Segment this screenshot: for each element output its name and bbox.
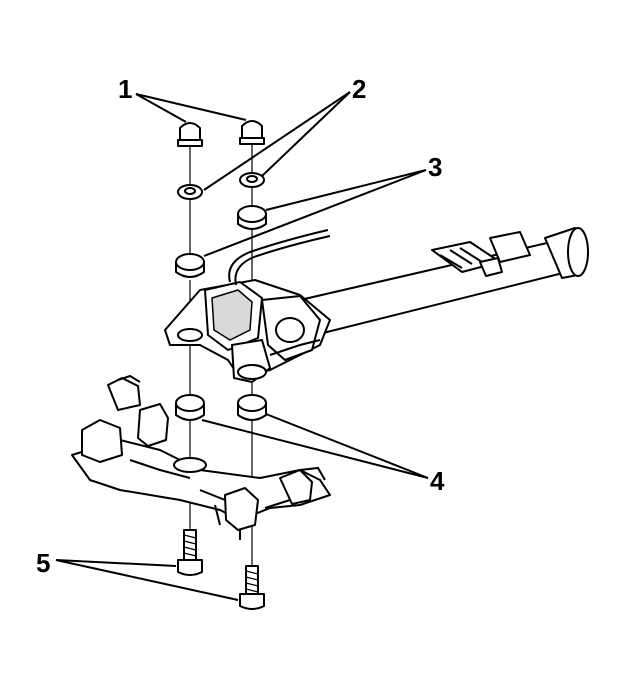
bolt-right	[239, 565, 265, 610]
callout-3: 3	[428, 152, 442, 182]
steering-column-shaft	[299, 227, 589, 336]
upper-insulator-right	[237, 205, 267, 230]
callout-5: 5	[36, 548, 50, 578]
cap-nut-right	[239, 120, 265, 145]
column-housing	[164, 229, 331, 383]
washer-right	[239, 172, 265, 188]
support-bracket	[71, 374, 331, 540]
upper-insulator-left	[175, 253, 205, 278]
washer-left	[177, 184, 203, 200]
callout-4: 4	[430, 466, 445, 496]
callout-2: 2	[352, 74, 366, 104]
lower-insulator-right	[237, 394, 267, 421]
leader-lines	[55, 91, 429, 601]
bolt-left	[177, 529, 203, 576]
callout-1: 1	[118, 74, 132, 104]
lower-insulator-left	[175, 394, 205, 421]
cap-nut-left	[177, 122, 203, 147]
